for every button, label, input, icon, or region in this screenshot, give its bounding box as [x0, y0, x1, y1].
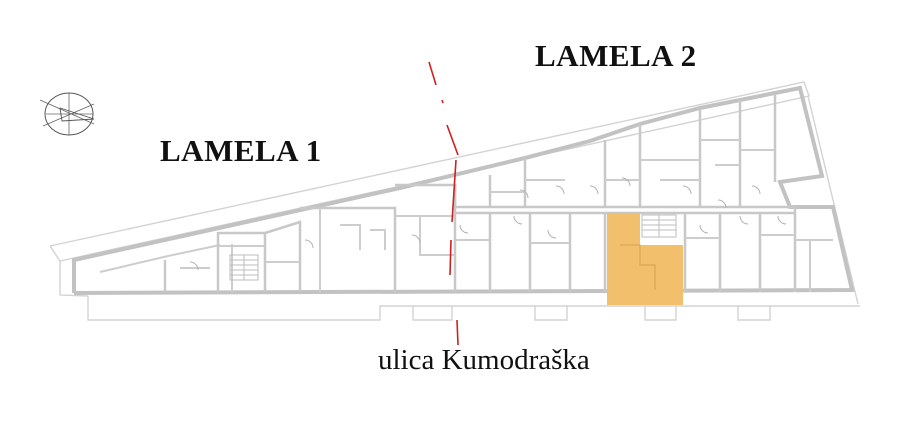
lamela-2-label: LAMELA 2: [535, 38, 697, 73]
lamela-2-stairs: [641, 214, 677, 238]
street-name-label: ulica Kumodraška: [378, 344, 590, 376]
lamela-1-label: LAMELA 1: [160, 133, 322, 168]
lamela-1-stairs: [229, 254, 259, 281]
corridor: [455, 205, 795, 215]
lamela-1-interior-walls: [99, 183, 457, 292]
lamela-2-interior-walls: [453, 94, 833, 292]
door-swings: [189, 177, 787, 271]
compass-north-arrow-icon: [39, 92, 95, 136]
highlighted-apartment: [607, 213, 683, 305]
lamela-division-line: [428, 61, 459, 346]
site-boundary-lines: [49, 81, 860, 321]
